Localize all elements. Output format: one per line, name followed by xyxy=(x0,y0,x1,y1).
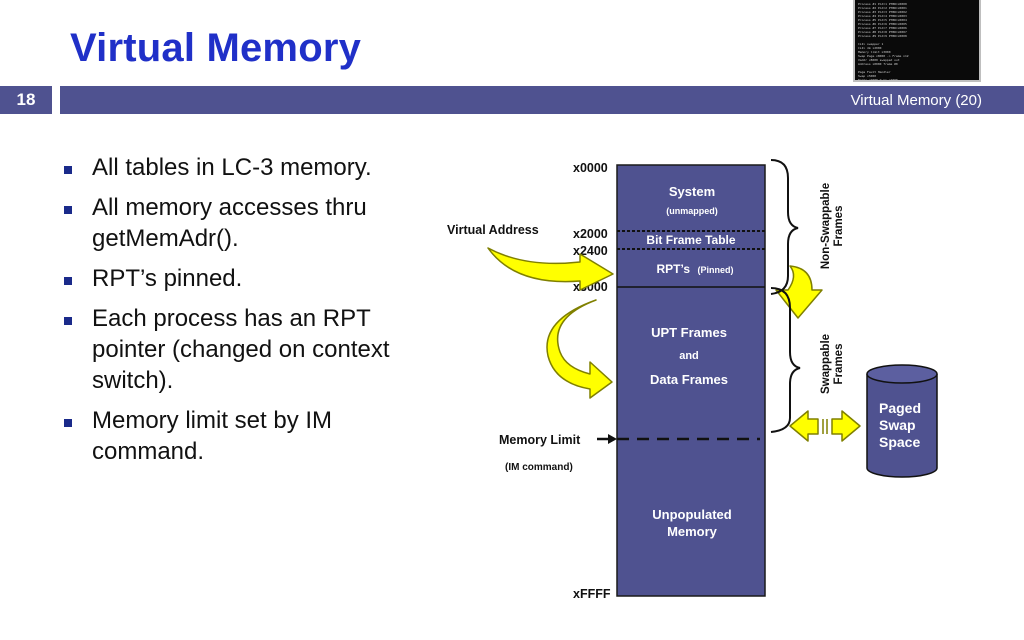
data-frames-label: Data Frames xyxy=(650,372,728,387)
unpopulated-label: Unpopulated xyxy=(652,507,731,522)
cylinder-top xyxy=(866,364,938,384)
terminal-line: CLI> dm x2000 xyxy=(858,46,882,50)
address-xffff: xFFFF xyxy=(573,587,611,601)
terminal-line: Process #8 Pid=8 PTBR=x0007 xyxy=(858,30,907,34)
swappable-frames-label: Frames xyxy=(833,344,845,385)
system-label: System xyxy=(669,184,715,199)
terminal-line: Swap Page x8000 -> Frame x12 xyxy=(858,54,909,58)
bullet-item: All memory accesses thru getMemAdr(). xyxy=(60,192,400,254)
terminal-line: Memory limit x3000 xyxy=(858,50,891,54)
terminal-line: Frame x7000 Swap x2000 xyxy=(858,78,898,82)
footer-title: Virtual Memory (20) xyxy=(850,92,982,109)
header-bar: Virtual Memory (20) xyxy=(60,86,1024,114)
memory-column xyxy=(616,164,766,597)
slide-number: 18 xyxy=(0,86,52,114)
swap-in-arrow xyxy=(546,299,613,399)
address-x2000: x2000 xyxy=(573,227,608,241)
paged-label: Paged xyxy=(879,400,921,416)
bullet-item: RPT’s pinned. xyxy=(60,263,400,294)
system-sublabel: (unmapped) xyxy=(666,206,718,216)
non-swappable-brace xyxy=(770,159,799,295)
paged-swap-space-cylinder: Paged Swap Space xyxy=(866,364,938,478)
cylinder-body xyxy=(866,374,938,478)
address-x0000: x0000 xyxy=(573,161,608,175)
memory-limit-label: Memory Limit xyxy=(499,433,581,447)
im-command-label: (IM command) xyxy=(505,462,573,473)
swappable-label: Swappable xyxy=(820,334,832,394)
rpt-sublabel: (Pinned) xyxy=(698,265,734,275)
address-x2400: x2400 xyxy=(573,244,608,258)
bullet-item: All tables in LC-3 memory. xyxy=(60,152,400,183)
bullet-list: All tables in LC-3 memory. All memory ac… xyxy=(60,152,400,476)
non-swappable-frames-label: Frames xyxy=(833,206,845,247)
terminal-line: Swap x5000 xyxy=(858,74,877,78)
terminal-line: Process #9 Pid=9 PTBR=x0008 xyxy=(858,34,907,38)
terminal-line: Page Fault Handler xyxy=(858,70,891,74)
swap-label: Swap xyxy=(879,417,916,433)
terminal-line: Vaddr x8000 swapped out xyxy=(858,58,900,62)
terminal-line: Address x0000 frame #0 xyxy=(858,62,898,66)
terminal-line: Process #7 Pid=7 PTBR=x0006 xyxy=(858,26,907,30)
terminal-line: CLI> swapper 1 xyxy=(858,42,884,46)
terminal-line: Process #3 Pid=3 PTBR=x0002 xyxy=(858,10,907,14)
terminal-line: Process #6 Pid=6 PTBR=x0005 xyxy=(858,22,907,26)
bft-label: Bit Frame Table xyxy=(646,233,735,247)
slide-title: Virtual Memory xyxy=(70,26,362,70)
memory-limit-arrowhead xyxy=(608,434,617,444)
terminal-line: Process #4 Pid=4 PTBR=x0003 xyxy=(858,14,907,18)
pin-arrow xyxy=(775,265,823,319)
bullet-item: Each process has an RPT pointer (changed… xyxy=(60,303,400,396)
rpt-label: RPT’s (Pinned) xyxy=(656,260,733,277)
terminal-line: Process #2 Pid=2 PTBR=x0001 xyxy=(858,6,907,10)
swap-right-arrow xyxy=(831,410,861,442)
rpt-label-text: RPT’s xyxy=(656,262,690,276)
virtual-address-label: Virtual Address xyxy=(447,223,539,237)
upt-label: UPT Frames xyxy=(651,325,727,340)
bullet-item: Memory limit set by IM command. xyxy=(60,405,400,467)
non-swappable-label: Non-Swappable xyxy=(820,183,832,269)
terminal-line: Process #5 Pid=5 PTBR=x0004 xyxy=(858,18,907,22)
terminal-line: Process #1 Pid=1 PTBR=x0000 xyxy=(858,2,907,6)
memory-label: Memory xyxy=(667,524,718,539)
swap-left-arrow xyxy=(789,410,819,442)
swappable-brace xyxy=(770,287,801,433)
virtual-address-arrow xyxy=(487,247,614,291)
and-label: and xyxy=(679,350,699,362)
space-label: Space xyxy=(879,434,920,450)
